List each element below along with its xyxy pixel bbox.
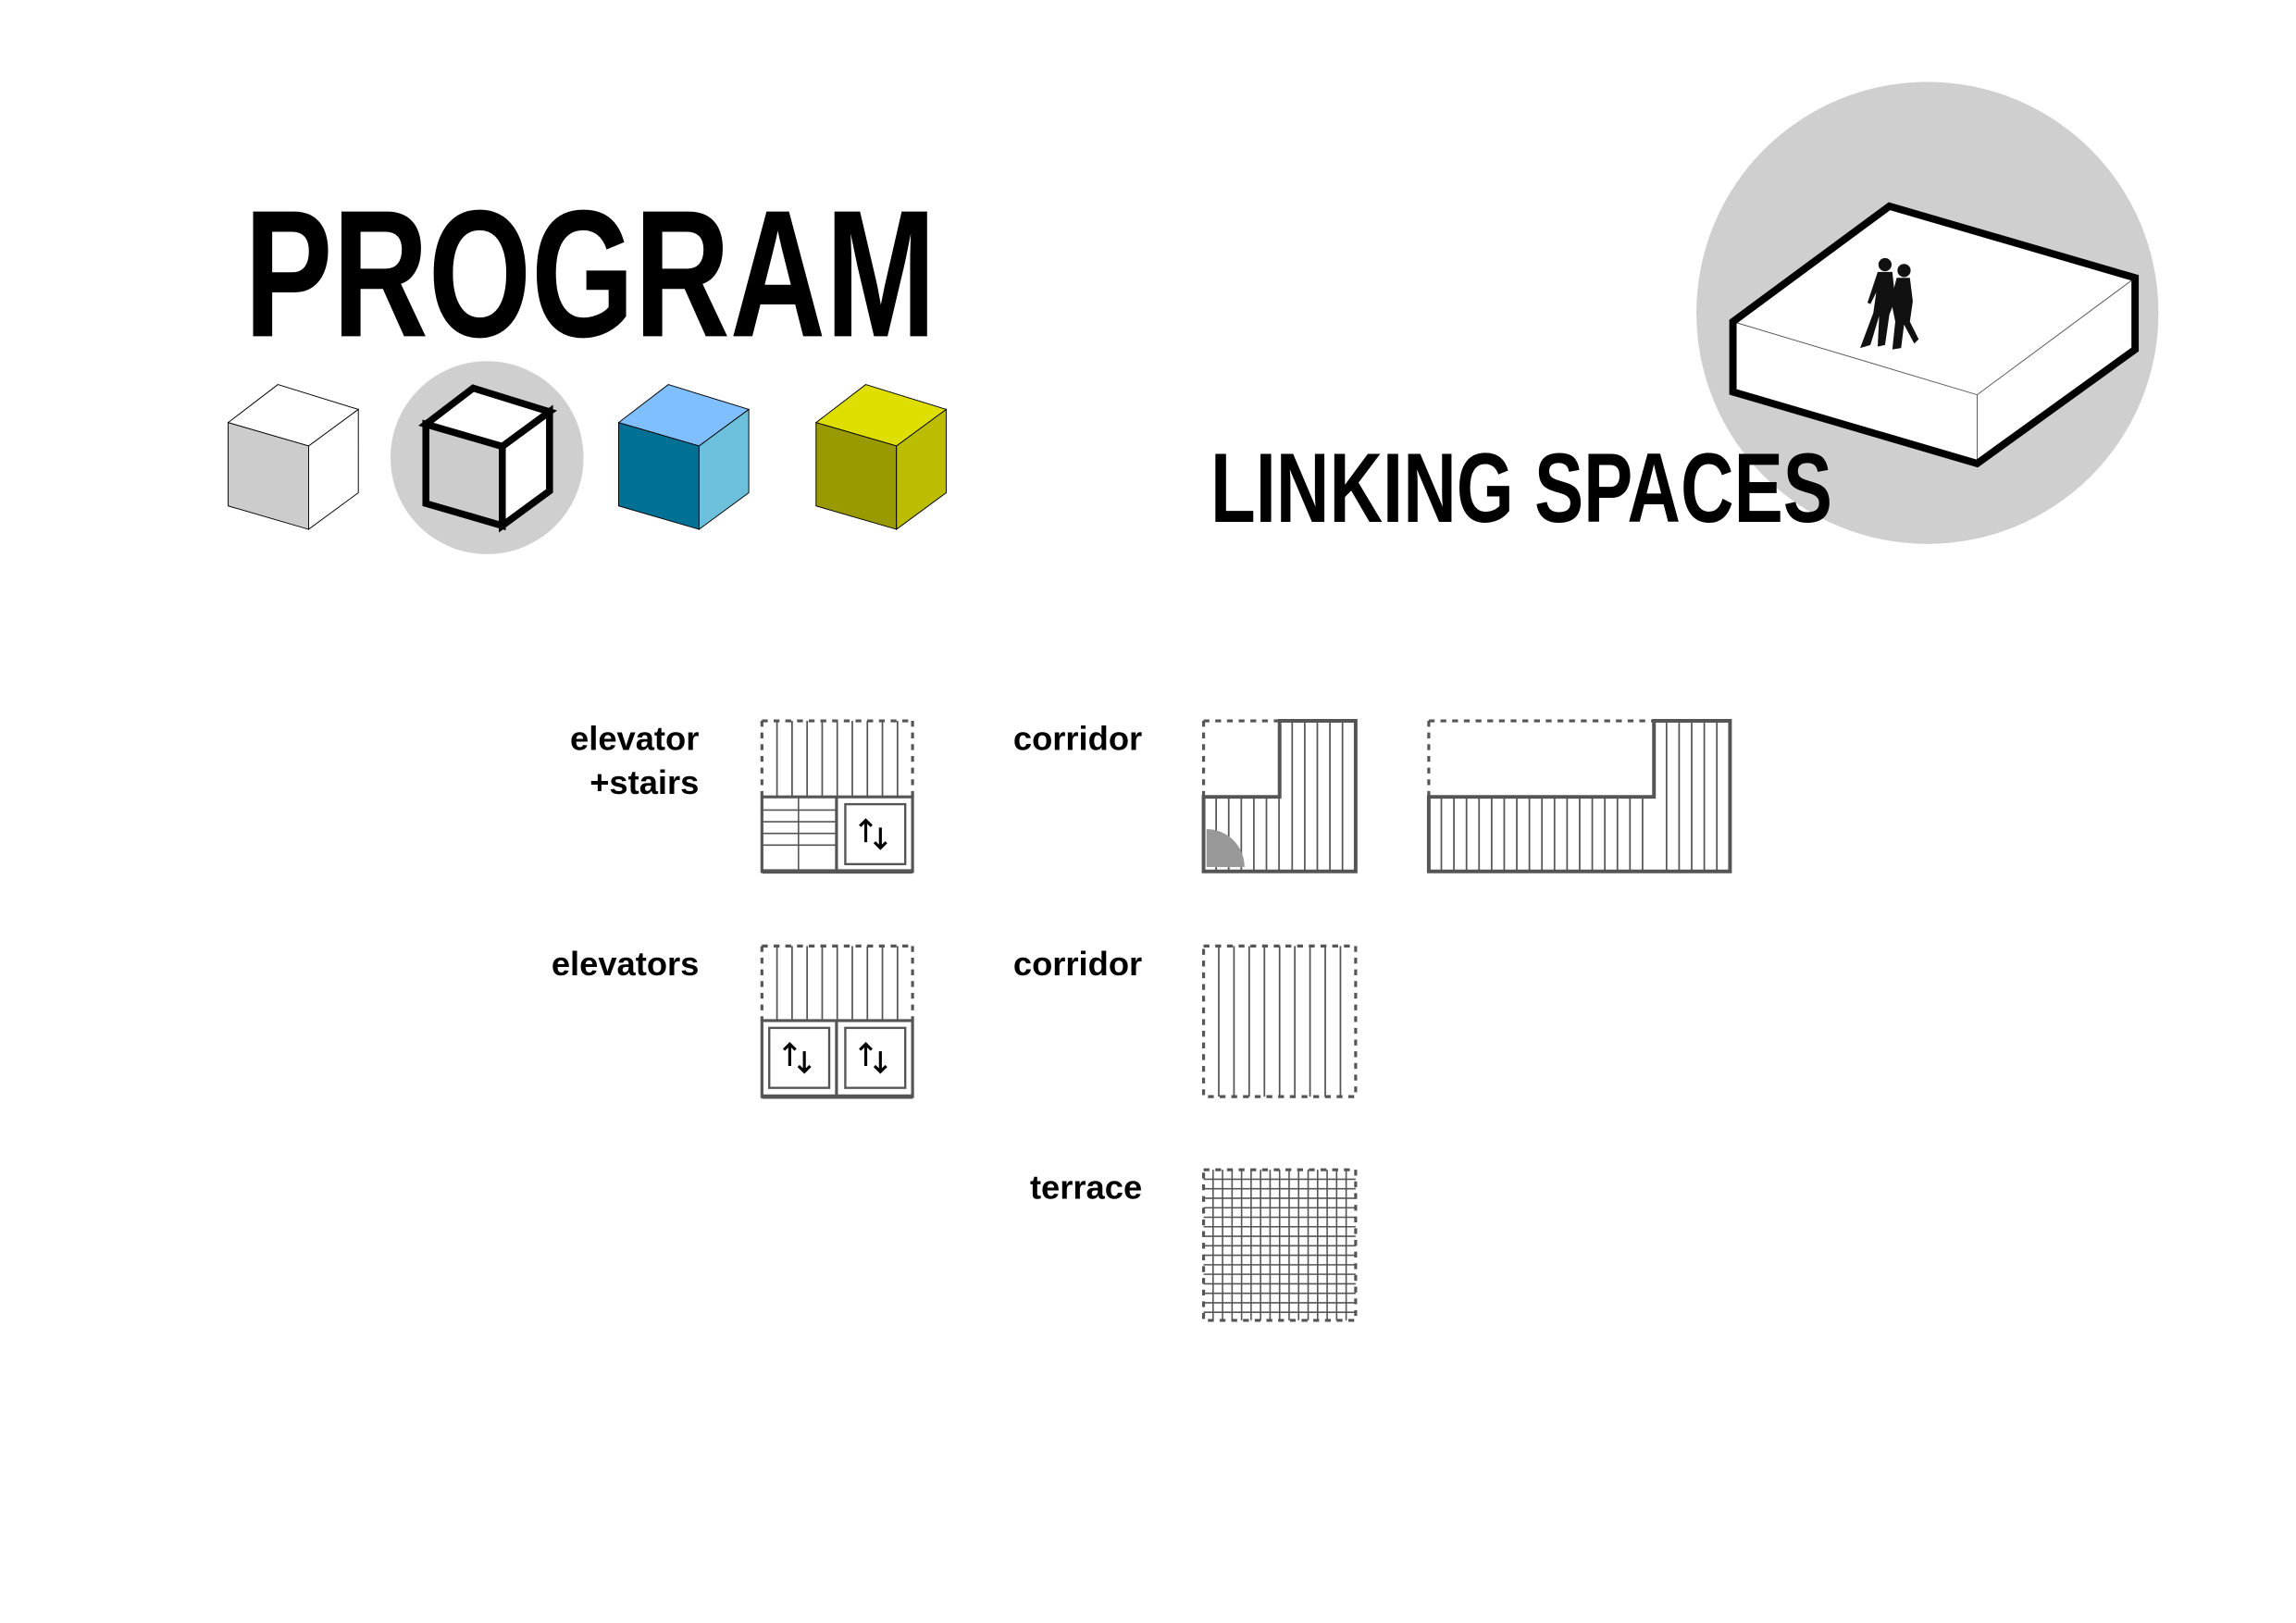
wall-outline (1201, 719, 1358, 873)
dashed-outline (1201, 944, 1358, 1098)
blue-cube (617, 384, 751, 530)
plan-corridor-l (1201, 719, 1358, 873)
elevator-car (768, 1026, 831, 1089)
label-terrace: terrace (1030, 1169, 1142, 1207)
slab-top (1732, 205, 2136, 395)
arrow-down-icon (797, 1051, 812, 1074)
elevator-car (844, 1026, 907, 1089)
dashed-outline (1201, 1168, 1358, 1322)
plan-elevators (760, 944, 914, 1099)
wall-outline (1426, 719, 1732, 873)
plan-corridor-wide (1426, 719, 1732, 873)
label-elevators: elevators (552, 945, 700, 983)
linking-spaces-icon (1696, 81, 2159, 544)
cube-right-face (896, 408, 947, 530)
grey-cube (390, 361, 584, 554)
cube-right-face (499, 404, 553, 533)
program-cubes (227, 361, 948, 554)
arrow-up-icon (859, 1042, 873, 1066)
people-walking-icon (1860, 257, 1919, 350)
arrow-down-icon (873, 827, 887, 850)
plan-corridor-open (1201, 944, 1358, 1098)
slab-side-left (1732, 321, 1978, 464)
linking-spaces-title: LINKING SPACES (1210, 432, 1832, 543)
plan-elevator-stairs (760, 719, 914, 874)
plan-terrace (1201, 1168, 1358, 1322)
yellow-cube (814, 384, 948, 530)
arrow-down-icon (873, 1051, 887, 1074)
slab-side-right (1977, 278, 2136, 464)
cube-right-face (308, 408, 359, 530)
slab-outline (1729, 202, 2140, 468)
white-cube (227, 384, 360, 530)
elevator-car (844, 802, 907, 866)
cube-right-face (698, 408, 750, 530)
elevator-arrows-icon (859, 818, 887, 850)
plan-symbols (760, 719, 1732, 1322)
label-stairs: +stairs (590, 763, 699, 801)
label-corridor-2: corridor (1013, 945, 1142, 983)
elevator-arrows-icon (782, 1042, 812, 1074)
label-elevator: elevator (570, 720, 699, 758)
arrow-up-icon (859, 818, 873, 843)
elevator-arrows-icon (859, 1042, 887, 1074)
label-corridor-1: corridor (1013, 720, 1142, 758)
cube-body (418, 384, 558, 533)
program-title: PROGRAM (244, 172, 936, 375)
door-swing (1206, 828, 1245, 868)
arrow-up-icon (782, 1042, 797, 1066)
